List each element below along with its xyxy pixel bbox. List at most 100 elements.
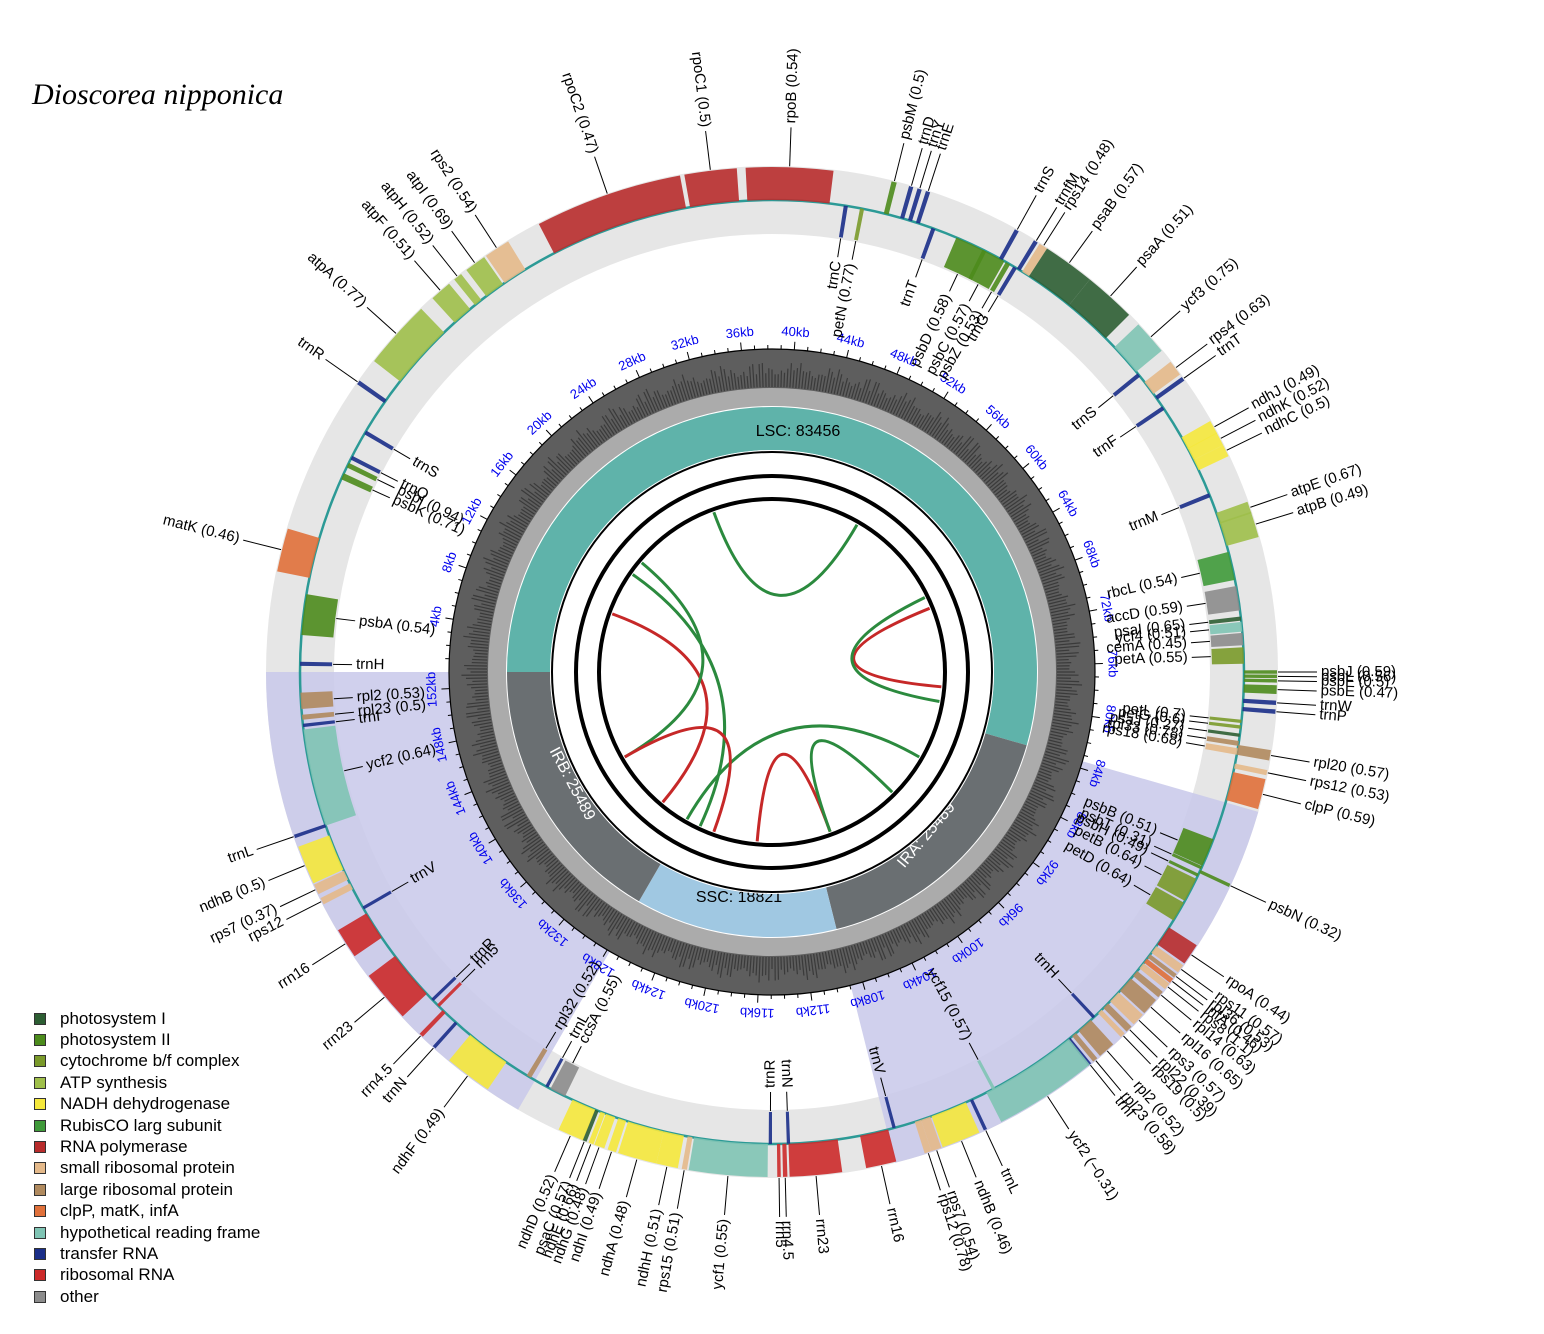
gc-bar — [989, 472, 1009, 489]
gc-bar — [635, 925, 644, 939]
legend-item: cytochrome b/f complex — [34, 1051, 260, 1072]
legend-item: transfer RNA — [34, 1243, 260, 1264]
leader-line — [366, 306, 397, 334]
gene-label: trnW — [1319, 697, 1352, 716]
gc-bar — [471, 718, 492, 724]
gc-bar — [718, 376, 723, 392]
gc-bar — [850, 945, 858, 965]
leader-line — [443, 1075, 468, 1108]
gene-block-106 — [545, 1057, 564, 1088]
gc-bar — [617, 918, 631, 940]
gc-bar — [513, 821, 531, 833]
ruler-tick — [935, 950, 938, 955]
gc-bar — [1045, 750, 1060, 757]
gc-bar — [876, 936, 887, 960]
gc-bar — [1052, 621, 1067, 626]
gc-bar — [636, 927, 646, 945]
legend-swatch — [34, 1183, 46, 1196]
gc-bar — [730, 369, 734, 390]
gc-bar — [570, 438, 587, 457]
gc-bar — [1002, 839, 1016, 849]
gc-bar — [467, 645, 489, 649]
gc-bar — [1025, 531, 1048, 544]
ruler-tick — [896, 366, 901, 375]
tick-label: 64kb — [1055, 487, 1082, 519]
gc-bar — [567, 454, 578, 465]
gc-bar — [746, 375, 749, 389]
gc-bar — [1050, 733, 1064, 738]
gene-block-32 — [1114, 324, 1162, 372]
gc-bar — [900, 399, 912, 419]
gene-block-41 — [1216, 501, 1252, 524]
gene-block-59 — [1205, 743, 1238, 755]
leader-line — [1186, 602, 1206, 607]
ruler-tick — [911, 962, 916, 971]
gc-bar — [827, 371, 834, 393]
gc-bar — [1029, 792, 1044, 801]
gc-bar — [497, 787, 512, 795]
gc-bar — [1033, 553, 1046, 560]
gc-bar — [1049, 736, 1062, 741]
gc-bar — [543, 470, 559, 484]
gc-bar — [833, 369, 841, 394]
leader-line — [572, 1045, 582, 1064]
leader-line — [1262, 793, 1301, 805]
gc-bar — [602, 907, 613, 921]
ruler-tick — [538, 441, 543, 446]
gc-bar — [500, 806, 522, 818]
gc-bar — [1056, 686, 1072, 689]
gc-bar — [709, 378, 714, 394]
gc-bar — [979, 466, 991, 478]
gc-bar — [1056, 658, 1069, 661]
gene-block-80 — [1078, 1019, 1114, 1057]
gc-bar — [1055, 640, 1070, 643]
gc-bar — [804, 372, 808, 389]
gene-block-101 — [594, 1113, 616, 1149]
gc-bar — [482, 750, 499, 757]
ruler-tick — [1069, 545, 1075, 549]
gc-bar — [783, 372, 786, 388]
gc-bar — [1056, 680, 1080, 683]
gene-block-62 — [1226, 772, 1266, 810]
gc-bar — [890, 399, 898, 414]
gc-bar — [487, 759, 502, 765]
gene-block-27 — [999, 229, 1019, 261]
gc-bar — [489, 579, 502, 585]
gc-bar — [1035, 557, 1052, 565]
gene-block-26 — [996, 266, 1017, 296]
gc-bar — [908, 407, 918, 423]
gc-bar — [628, 411, 636, 423]
gc-bar — [1043, 756, 1066, 765]
gene-label: trnF — [1090, 432, 1122, 461]
gc-bar — [737, 376, 740, 389]
gc-bar — [993, 850, 1014, 868]
ruler-tick — [588, 396, 594, 404]
leader-line — [1123, 1035, 1151, 1065]
gc-bar — [1043, 581, 1059, 588]
gene-block-24 — [968, 249, 1005, 290]
gc-bar — [1056, 692, 1078, 696]
gc-bar — [867, 939, 876, 958]
gc-bar — [934, 417, 950, 439]
ruler-tick — [1045, 498, 1050, 502]
ruler-tick — [568, 415, 573, 419]
gc-bar — [1009, 829, 1028, 842]
legend-item: small ribosomal protein — [34, 1158, 260, 1179]
gc-bar — [710, 369, 717, 393]
gc-bar — [475, 689, 488, 692]
gene-label: rrn16 — [883, 1206, 907, 1244]
repeat-arc-7 — [685, 724, 920, 820]
gc-bar — [663, 937, 671, 954]
gene-block-14 — [684, 168, 740, 208]
gc-bar — [1055, 704, 1069, 707]
tick-label: 24kb — [567, 374, 599, 402]
gc-bar — [977, 868, 987, 879]
ruler-tick — [454, 591, 459, 594]
legend-item: NADH dehydrogenase — [34, 1094, 260, 1115]
gc-bar — [632, 405, 641, 420]
gc-bar — [929, 416, 942, 435]
gc-bar — [1022, 530, 1036, 538]
gc-bar — [610, 418, 620, 432]
gene-block-111 — [437, 982, 462, 1007]
gc-bar — [1051, 727, 1074, 734]
